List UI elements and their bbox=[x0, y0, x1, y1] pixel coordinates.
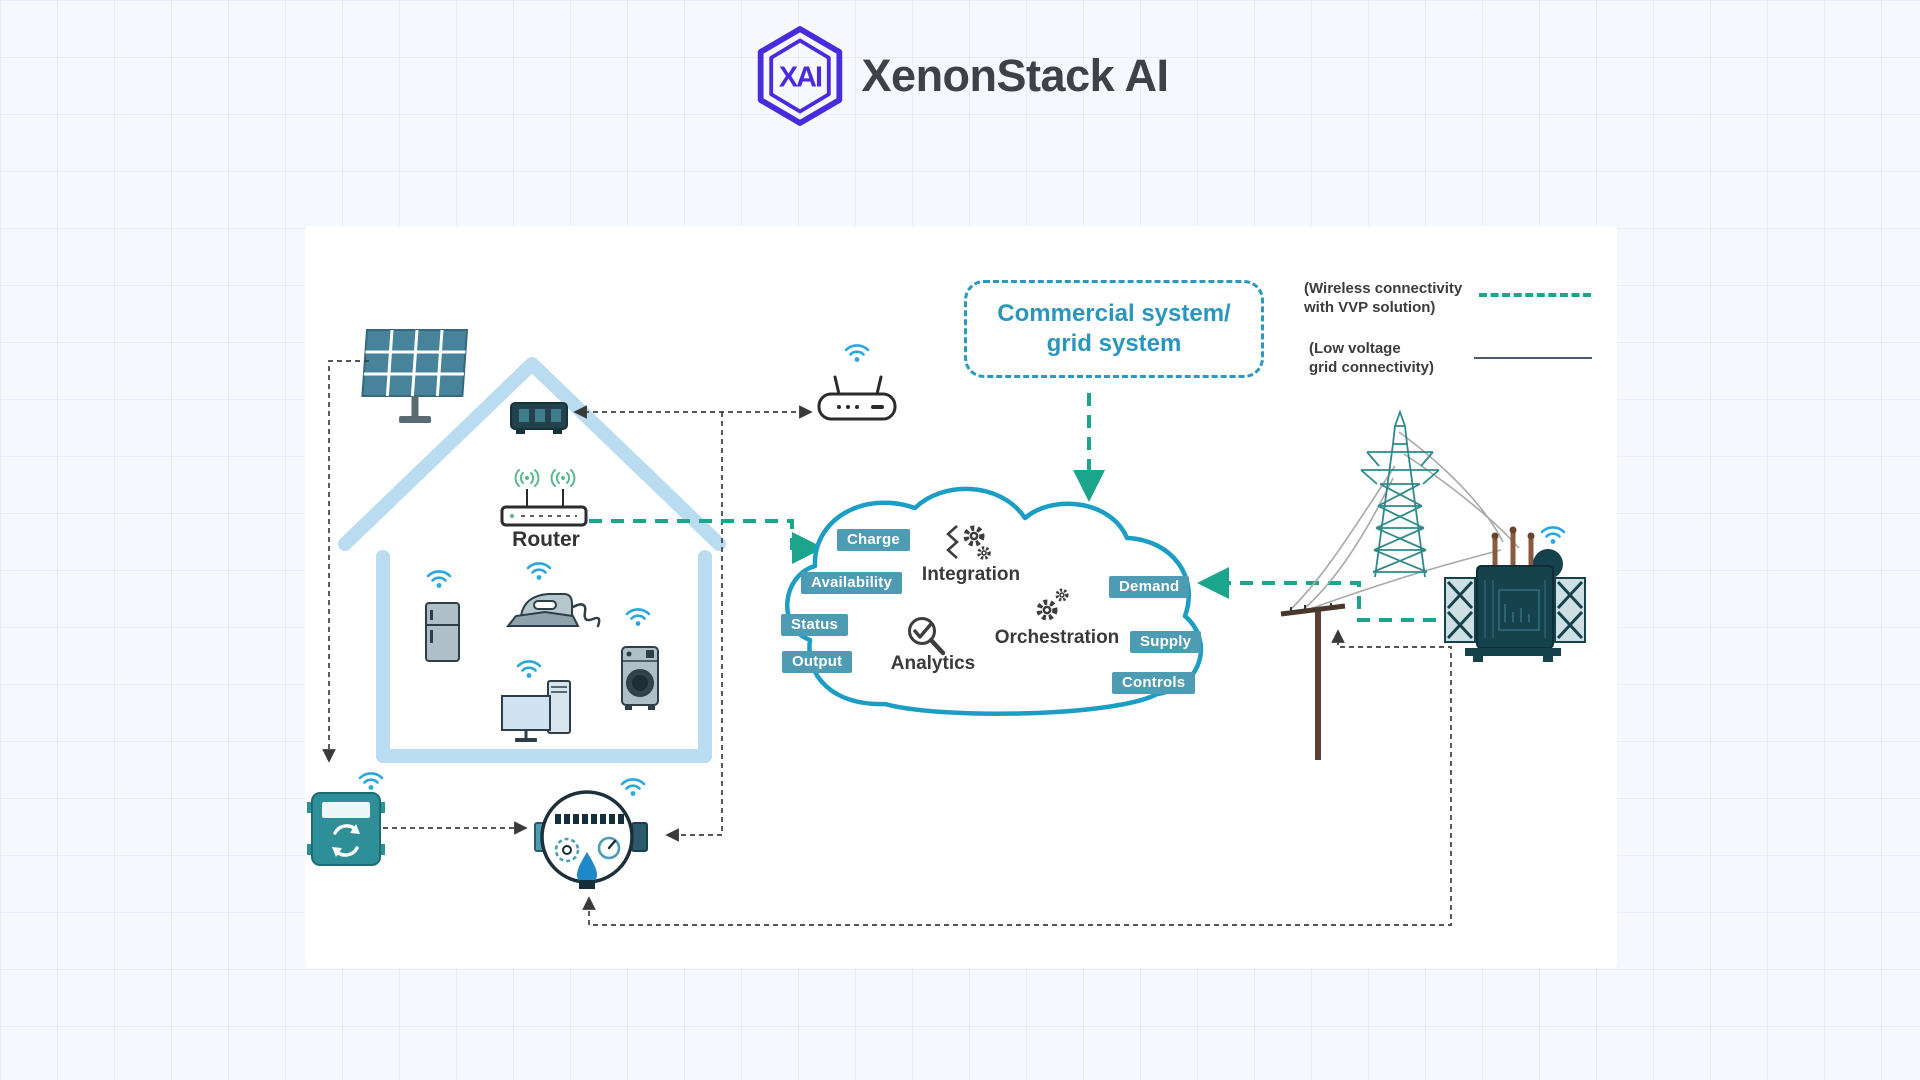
xenonstack-logo-icon: XAI bbox=[757, 26, 842, 126]
legend-wireless-line-sample bbox=[1479, 293, 1591, 297]
wifi-router-icon bbox=[817, 344, 897, 421]
energy-storage-icon bbox=[510, 402, 568, 434]
transmission-tower-icon bbox=[1360, 409, 1440, 578]
utility-pole-icon bbox=[1280, 603, 1346, 760]
solar-panel-icon bbox=[361, 329, 469, 423]
analytics-icon bbox=[908, 617, 946, 656]
router-label: Router bbox=[512, 528, 580, 551]
transformer-icon bbox=[1444, 526, 1586, 662]
commercial-box-line2: grid system bbox=[1046, 330, 1182, 357]
commercial-grid-system-box: Commercial system/ grid system bbox=[964, 280, 1264, 378]
home-router-icon bbox=[500, 469, 588, 527]
commercial-box-line1: Commercial system/ bbox=[997, 300, 1231, 327]
badge-controls: Controls bbox=[1112, 672, 1196, 694]
integration-icon bbox=[946, 525, 991, 560]
legend-lowvoltage-line-sample bbox=[1474, 357, 1592, 359]
smart-meter-icon bbox=[534, 778, 648, 889]
service-integration: Integration bbox=[921, 564, 1021, 585]
badge-supply: Supply bbox=[1130, 631, 1202, 653]
fridge-icon bbox=[425, 570, 460, 662]
badge-demand: Demand bbox=[1109, 576, 1190, 598]
service-orchestration: Orchestration bbox=[994, 627, 1120, 648]
brand-name: XenonStack AI bbox=[861, 50, 1169, 101]
legend-lowvoltage-label: (Low voltage grid connectivity) bbox=[1309, 340, 1435, 376]
site-header: XAI XenonStack AI bbox=[0, 26, 1920, 126]
washing-machine-icon bbox=[621, 608, 659, 710]
diagram-artwork bbox=[307, 329, 1586, 926]
badge-output: Output bbox=[782, 651, 853, 673]
diagram-canvas: Commercial system/ grid system (Wireless… bbox=[305, 226, 1617, 968]
iron-icon bbox=[505, 562, 601, 628]
logo-monogram: XAI bbox=[778, 62, 821, 94]
badge-status: Status bbox=[781, 614, 849, 636]
badge-availability: Availability bbox=[801, 572, 903, 594]
service-analytics: Analytics bbox=[890, 653, 976, 674]
legend-wireless-label: (Wireless connectivity with VVP solution… bbox=[1304, 280, 1463, 316]
computer-icon bbox=[501, 660, 571, 742]
grid-connectivity-lines bbox=[322, 360, 1452, 926]
badge-charge: Charge bbox=[837, 529, 910, 551]
inverter-icon bbox=[307, 772, 385, 866]
wireless-vvp-lines bbox=[589, 393, 1436, 622]
